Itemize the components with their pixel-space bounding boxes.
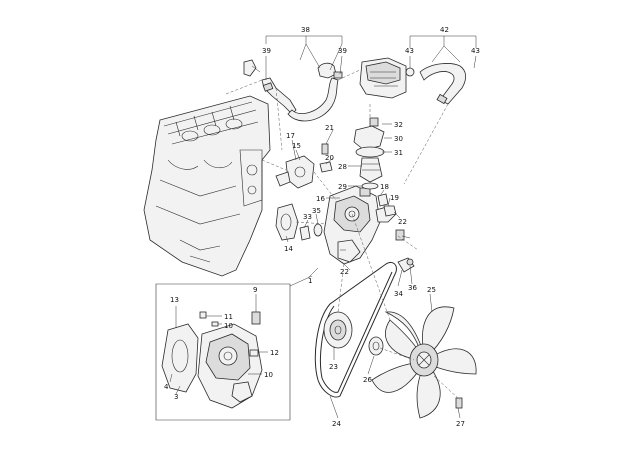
leader-lines	[169, 35, 477, 419]
small-fittings	[299, 223, 323, 241]
callout-42: 42	[440, 26, 449, 34]
alignment-lines	[225, 69, 461, 401]
callout-15: 15	[292, 142, 301, 150]
callout-26: 26	[363, 376, 372, 384]
callout-32: 32	[394, 121, 403, 129]
callout-21: 21	[325, 124, 334, 132]
detail-inset	[155, 275, 313, 421]
callout-28: 28	[338, 163, 347, 171]
temperature-sensor	[397, 257, 415, 273]
callout-27: 27	[456, 420, 465, 428]
callout-33: 33	[303, 213, 312, 221]
cooling-fan	[371, 306, 477, 419]
water-pump-assembly	[323, 185, 397, 265]
callout-17: 17	[286, 132, 295, 140]
callout-36: 36	[408, 284, 417, 292]
callout-38: 38	[301, 26, 310, 34]
engine-block	[143, 95, 271, 277]
callout-25: 25	[427, 286, 436, 294]
callout-labels: 38 39 39 42 43 43 21 20 17 15 32 30 31 2…	[164, 26, 480, 428]
thermostat-stack	[353, 117, 385, 190]
callout-24: 24	[332, 420, 341, 428]
callout-30: 30	[394, 135, 403, 143]
thermostat-housing-assembly	[359, 57, 466, 105]
callout-39-left: 39	[262, 47, 271, 55]
outlet-housing	[275, 155, 315, 189]
callout-3: 3	[174, 393, 178, 401]
callout-34: 34	[394, 290, 403, 298]
callout-9: 9	[253, 286, 257, 294]
callout-29: 29	[338, 183, 347, 191]
callout-10-upper: 10	[224, 322, 233, 330]
callout-19: 19	[390, 194, 399, 202]
callout-23: 23	[329, 363, 338, 371]
callout-13: 13	[170, 296, 179, 304]
callout-31: 31	[394, 149, 403, 157]
callout-4: 4	[164, 383, 169, 391]
callout-20: 20	[325, 154, 334, 162]
callout-35: 35	[312, 207, 321, 215]
side-fitting	[377, 193, 397, 217]
callout-16: 16	[316, 195, 325, 203]
callout-43-right: 43	[471, 47, 480, 55]
callout-10-lower: 10	[264, 371, 273, 379]
callout-39-right: 39	[338, 47, 347, 55]
gasket	[275, 203, 299, 241]
callout-43-left: 43	[405, 47, 414, 55]
callout-22-lower: 22	[340, 268, 349, 276]
callout-18: 18	[380, 183, 389, 191]
callout-14: 14	[284, 245, 293, 253]
callout-22-upper: 22	[398, 218, 407, 226]
belt-and-pulley	[314, 261, 397, 398]
callout-11: 11	[224, 313, 233, 321]
callout-12: 12	[270, 349, 279, 357]
callout-1: 1	[308, 277, 312, 285]
bolts	[319, 143, 405, 241]
